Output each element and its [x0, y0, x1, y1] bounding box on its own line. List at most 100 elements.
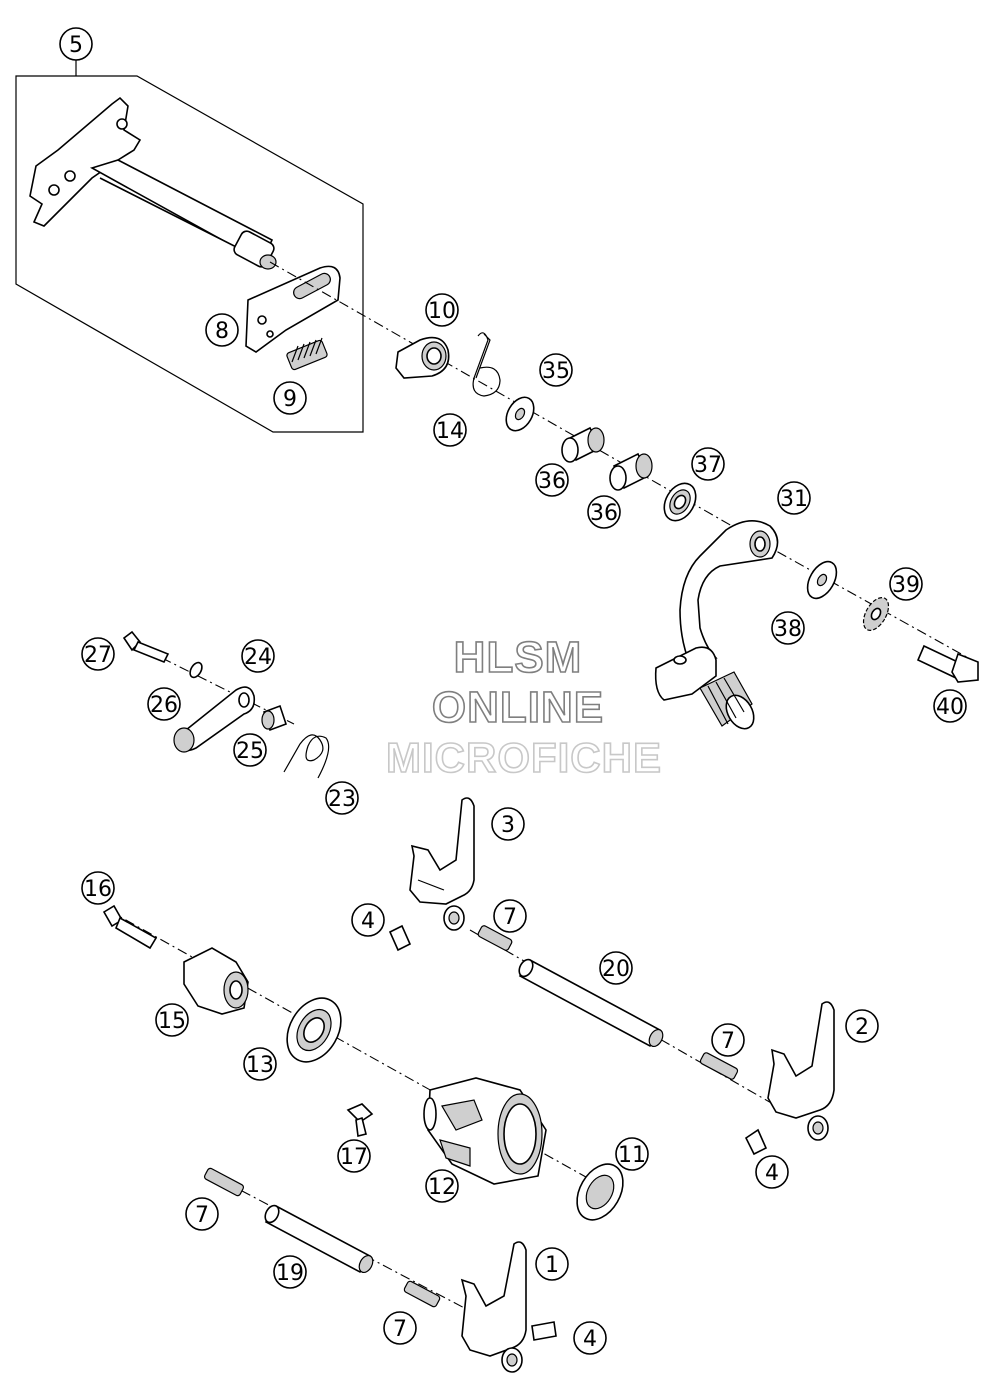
callout-2: 2: [845, 1009, 879, 1043]
watermark-line-2: ONLINE: [432, 683, 604, 732]
callout-7d: 7: [383, 1311, 417, 1345]
callout-7a: 7: [493, 899, 527, 933]
callout-10-label: 10: [428, 299, 456, 324]
bolt-27: [122, 630, 170, 664]
spring-7c: [203, 1167, 245, 1197]
callout-4a-label: 4: [361, 909, 375, 934]
pin-4b: [744, 1128, 768, 1156]
callout-7c-label: 7: [195, 1203, 209, 1228]
callout-9-label: 9: [283, 387, 297, 412]
callout-35: 35: [539, 353, 573, 387]
callout-14-label: 14: [436, 419, 464, 444]
pin-4a: [388, 924, 412, 952]
callout-7b: 7: [711, 1023, 745, 1057]
watermark-line-1: HLSM: [454, 633, 583, 682]
callout-36a-label: 36: [538, 469, 566, 494]
callout-27: 27: [81, 637, 115, 671]
shift-fork-1: [460, 1241, 527, 1373]
callout-1: 1: [535, 1247, 569, 1281]
callout-25-label: 25: [236, 739, 264, 764]
callout-11: 11: [615, 1137, 649, 1171]
callout-8: 8: [205, 313, 239, 347]
callout-27-label: 27: [84, 643, 112, 668]
callout-12-label: 12: [428, 1175, 456, 1200]
callout-15-label: 15: [158, 1009, 186, 1034]
lever-26: [173, 686, 256, 753]
callout-3-label: 3: [501, 813, 515, 838]
callout-24-label: 24: [244, 645, 272, 670]
callout-16-label: 16: [84, 877, 112, 902]
callout-23-label: 23: [328, 787, 356, 812]
callout-37-label: 37: [694, 453, 722, 478]
shift-drum-12: [423, 1077, 547, 1185]
callout-2-label: 2: [855, 1015, 869, 1040]
spring-7a: [477, 925, 513, 951]
callout-1-label: 1: [545, 1253, 559, 1278]
spring-7b: [699, 1052, 739, 1080]
callout-5: 5: [59, 27, 93, 61]
callout-19-label: 19: [276, 1261, 304, 1286]
return-spring-small: [286, 337, 328, 371]
callout-16: 16: [81, 871, 115, 905]
shift-shaft-assembly-box: [15, 60, 364, 433]
lock-washer-39: [862, 597, 890, 631]
callout-19: 19: [273, 1255, 307, 1289]
callout-40: 40: [933, 689, 967, 723]
spring-clip: [472, 332, 501, 397]
callout-7d-label: 7: [393, 1317, 407, 1342]
pin-4c: [531, 1321, 557, 1341]
rail-20: [518, 958, 664, 1048]
callout-36b: 36: [587, 495, 621, 529]
rail-19: [264, 1204, 374, 1274]
needle-bearing-1: [561, 426, 605, 463]
callout-37: 37: [691, 447, 725, 481]
callout-13: 13: [243, 1047, 277, 1081]
ring-11: [576, 1163, 624, 1221]
callout-12: 12: [425, 1169, 459, 1203]
bolt-40: [916, 644, 979, 683]
needle-bearing-2: [609, 452, 653, 491]
callout-7c: 7: [185, 1197, 219, 1231]
callout-20: 20: [599, 951, 633, 985]
callout-31-label: 31: [780, 487, 808, 512]
shift-drum-cam-15: [183, 947, 249, 1015]
callout-10: 10: [425, 293, 459, 327]
callout-11-label: 11: [618, 1143, 646, 1168]
shift-fork-3: [409, 797, 475, 931]
callout-5-label: 5: [69, 33, 83, 58]
callout-40-label: 40: [936, 695, 964, 720]
callout-17-label: 17: [340, 1145, 368, 1170]
callout-4c: 4: [573, 1321, 607, 1355]
shift-shaft: [29, 96, 277, 270]
callout-9: 9: [273, 381, 307, 415]
callout-38: 38: [771, 611, 805, 645]
washer-35: [505, 396, 535, 432]
seal-ring-37: [663, 482, 697, 522]
callout-7a-label: 7: [503, 905, 517, 930]
callout-4c-label: 4: [583, 1327, 597, 1352]
callout-38-label: 38: [774, 617, 802, 642]
callout-13-label: 13: [246, 1053, 274, 1078]
callout-26-label: 26: [150, 693, 178, 718]
callout-25: 25: [233, 733, 267, 767]
spring-7d: [403, 1280, 441, 1308]
callout-31: 31: [777, 481, 811, 515]
screw-17: [346, 1103, 374, 1137]
callout-39-label: 39: [892, 573, 920, 598]
washer-38: [806, 560, 838, 600]
ring-13: [286, 997, 342, 1063]
spring-23: [283, 734, 330, 779]
callout-26: 26: [147, 687, 181, 721]
callout-7b-label: 7: [721, 1029, 735, 1054]
callout-4b-label: 4: [765, 1161, 779, 1186]
callout-8-label: 8: [215, 319, 229, 344]
shift-lever-31: [654, 520, 779, 730]
callout-17: 17: [337, 1139, 371, 1173]
callout-36a: 36: [535, 463, 569, 497]
callout-35-label: 35: [542, 359, 570, 384]
bolt-16: [102, 904, 158, 950]
callout-20-label: 20: [602, 957, 630, 982]
callout-36b-label: 36: [590, 501, 618, 526]
